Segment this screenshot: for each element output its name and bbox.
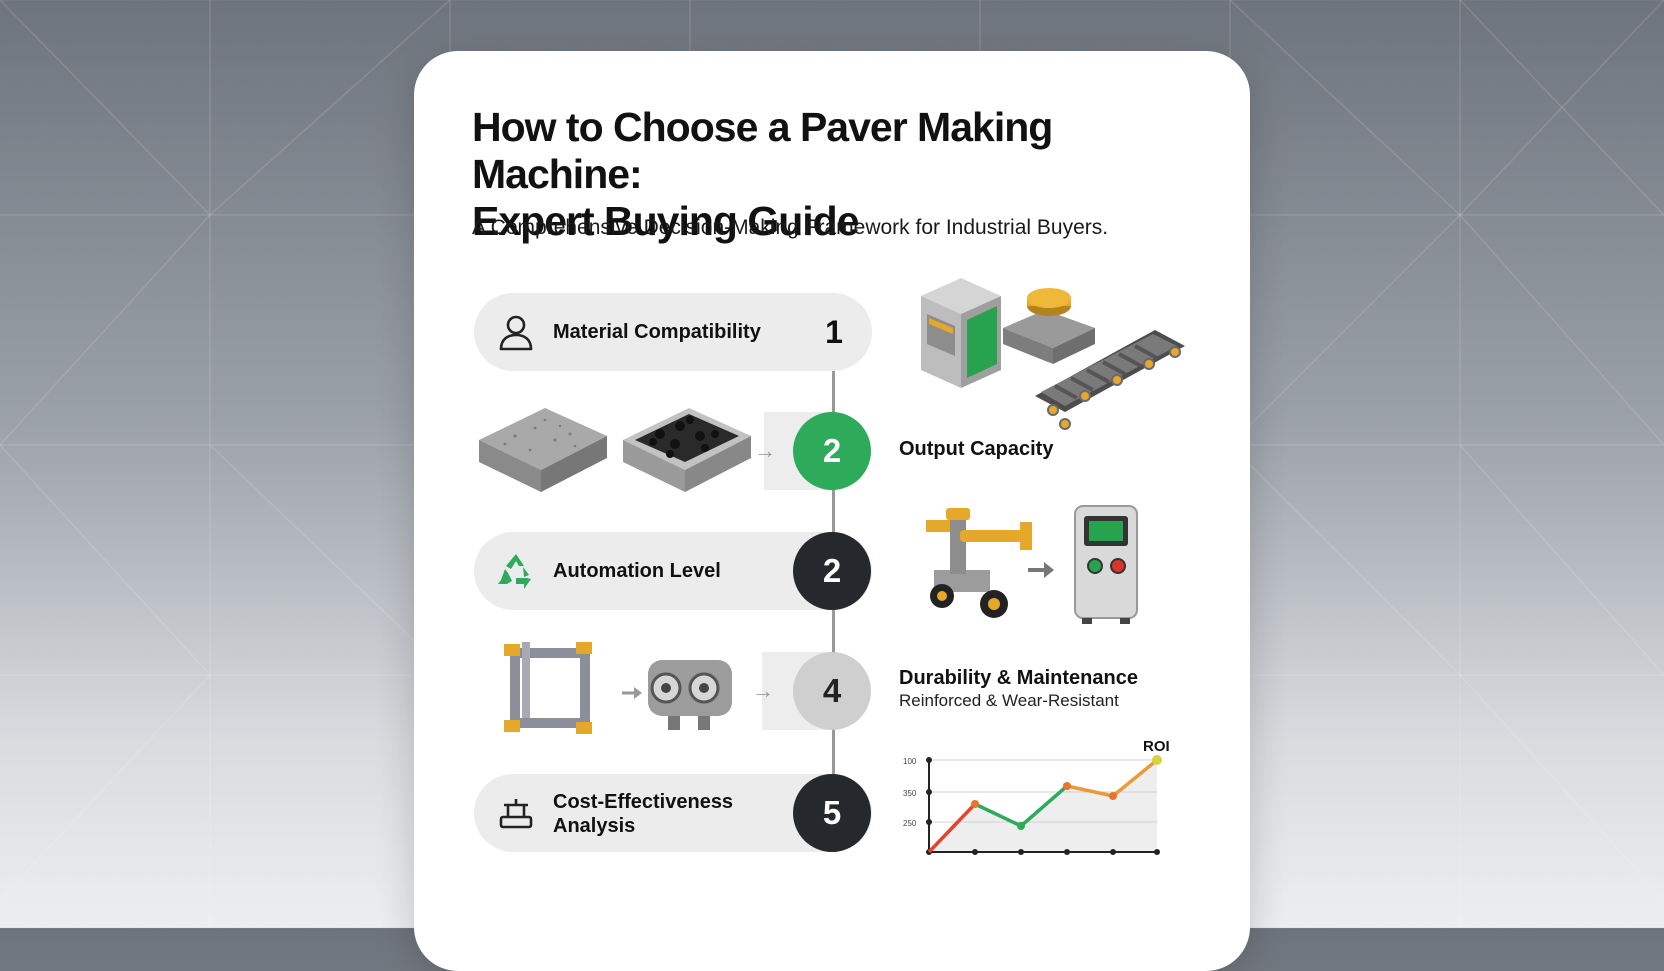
step-1-number: 1	[825, 313, 843, 350]
roi-area	[929, 760, 1157, 852]
roi-chart: 100 350 250 ROI	[903, 738, 1170, 855]
paver-slabs-illustration	[479, 408, 751, 492]
background-grid	[0, 0, 1664, 928]
step-1-label: Material Compatibility	[553, 321, 761, 343]
step-5-label-line-1: Cost-Effectiveness	[553, 791, 734, 813]
page-title: How to Choose a Paver Making Machine: Ex…	[472, 104, 1232, 245]
frame-and-gearbox-illustration	[504, 642, 732, 734]
step-4-circle[interactable]: 4	[793, 652, 871, 730]
page-subtitle: A Comprehensive Decision-Making Framewor…	[472, 216, 1109, 239]
step-5-label-line-2: Analysis	[553, 815, 636, 837]
scale-icon	[499, 799, 533, 829]
step-5-circle[interactable]: 5	[793, 774, 871, 852]
step-1-pill[interactable]: Material Compatibility 1	[474, 293, 872, 371]
user-icon	[499, 315, 533, 351]
arrow-icon: →	[752, 678, 774, 703]
x-ticks	[926, 757, 1160, 855]
y-tick-2: 350	[903, 789, 917, 798]
step-4-sublabel: Reinforced & Wear-Resistant	[899, 691, 1119, 710]
step-3-label: Automation Level	[553, 560, 721, 582]
roi-label: ROI	[1143, 738, 1170, 755]
arrow-icon: →	[754, 438, 776, 463]
step-5-label: Cost-Effectiveness Analysis	[553, 790, 733, 838]
roi-line-red	[927, 802, 977, 854]
y-tick-3: 250	[903, 819, 917, 828]
step-4-label: Durability & Maintenance	[899, 667, 1138, 689]
step-2-label: Output Capacity	[899, 438, 1054, 460]
recycle-icon	[498, 554, 531, 589]
step-3-circle[interactable]: 2	[793, 532, 871, 610]
roi-points	[971, 755, 1162, 830]
title-line-1: How to Choose a Paver Making Machine:	[472, 104, 1053, 197]
step-2-circle[interactable]: 2	[793, 412, 871, 490]
automation-illustration	[926, 505, 1138, 624]
title-line-2: Expert Buying Guide	[472, 198, 859, 244]
y-tick-1: 100	[903, 757, 917, 766]
machine-illustration	[921, 278, 1185, 430]
